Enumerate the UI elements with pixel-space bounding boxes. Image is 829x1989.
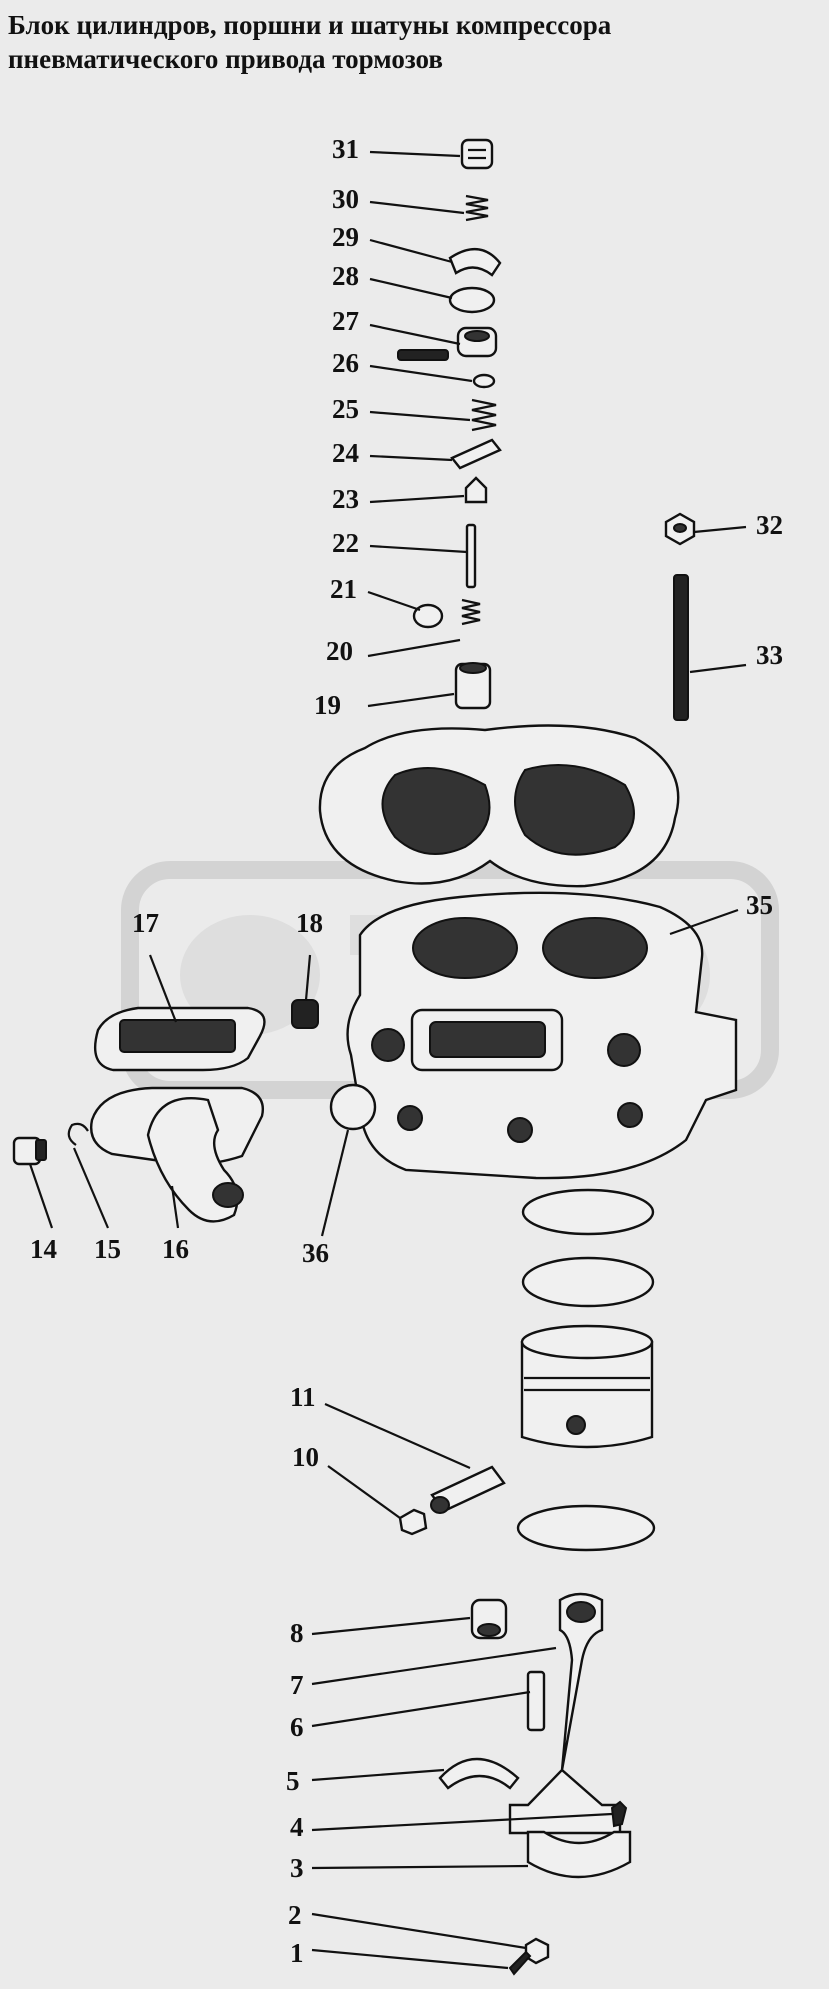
part-11-piston-pin: [430, 1465, 506, 1514]
part-17-gasket: [93, 1006, 266, 1072]
part-27-housing: [397, 326, 498, 361]
part-6-bolt: [526, 1670, 546, 1732]
callout-31: 31: [332, 134, 359, 164]
part-24-plate: [450, 438, 502, 470]
part-19-sleeve: [454, 662, 492, 710]
callout-35: 35: [746, 890, 773, 920]
callout-4: 4: [290, 1812, 304, 1842]
part-4-pin: [610, 1800, 628, 1828]
part-10-lock: [398, 1508, 428, 1536]
title-line-1: Блок цилиндров, поршни и шатуны компресс…: [8, 10, 612, 40]
part-21-ball: [412, 603, 444, 629]
callout-28: 28: [332, 261, 359, 291]
part-30-spring: [465, 194, 489, 222]
part-26-washer: [472, 373, 496, 389]
part-1-cotter: [508, 1950, 532, 1976]
callout-21: 21: [330, 574, 357, 604]
part-23-valve-head: [464, 476, 488, 504]
part-33-stud: [673, 574, 689, 721]
callout-33: 33: [756, 640, 783, 670]
part-36-ball: [329, 1083, 377, 1131]
callout-1: 1: [290, 1938, 304, 1968]
callout-17: 17: [132, 908, 159, 938]
callout-23: 23: [332, 484, 359, 514]
callout-18: 18: [296, 908, 323, 938]
part-8-bushing: [470, 1598, 508, 1640]
callout-2: 2: [288, 1900, 302, 1930]
callout-16: 16: [162, 1234, 189, 1264]
callout-7: 7: [290, 1670, 304, 1700]
part-3-cap: [526, 1830, 632, 1879]
callout-11: 11: [290, 1382, 316, 1412]
part-2-nut: [524, 1937, 550, 1965]
callout-30: 30: [332, 184, 359, 214]
callout-3: 3: [290, 1853, 304, 1883]
callout-5: 5: [286, 1766, 300, 1796]
part-12b-piston-ring: [516, 1504, 656, 1552]
part-35-cylinder-block: [346, 891, 738, 1180]
part-32-nut: [664, 512, 696, 546]
callout-15: 15: [94, 1234, 121, 1264]
callout-10: 10: [292, 1442, 319, 1472]
title-line-2: пневматического привода тормозов: [8, 44, 443, 74]
part-12-piston-ring: [521, 1256, 655, 1308]
part-9-piston: [520, 1324, 654, 1449]
page-title: Блок цилиндров, поршни и шатуны компресс…: [8, 8, 818, 76]
part-13-piston-ring: [521, 1188, 655, 1236]
callout-22: 22: [332, 528, 359, 558]
callout-24: 24: [332, 438, 359, 468]
callout-36: 36: [302, 1238, 329, 1268]
part-25-spring: [471, 398, 497, 432]
callout-6: 6: [290, 1712, 304, 1742]
callout-32: 32: [756, 510, 783, 540]
part-18-plug: [291, 999, 319, 1029]
part-31-cap: [460, 138, 494, 170]
part-7-connecting-rod: [508, 1592, 622, 1835]
callout-numbers: 31 30 29 28 27 26 25 24 23 22 21 20 19 3…: [30, 134, 783, 1968]
callout-25: 25: [332, 394, 359, 424]
part-5-bearing-shell: [438, 1757, 520, 1790]
part-28-disc: [448, 286, 496, 314]
part-14-plug: [12, 1136, 47, 1166]
part-15-ring: [67, 1122, 89, 1146]
leader-lines: [28, 150, 747, 1970]
callout-27: 27: [332, 306, 359, 336]
callout-20: 20: [326, 636, 353, 666]
callout-14: 14: [30, 1234, 57, 1264]
part-29-clip: [448, 248, 502, 277]
callout-29: 29: [332, 222, 359, 252]
part-22-rod: [465, 523, 477, 589]
callout-26: 26: [332, 348, 359, 378]
callout-8: 8: [290, 1618, 304, 1648]
callout-19: 19: [314, 690, 341, 720]
part-16-elbow: [90, 1086, 264, 1223]
part-20-spring: [461, 598, 481, 626]
part-34-gasket: [318, 724, 680, 888]
